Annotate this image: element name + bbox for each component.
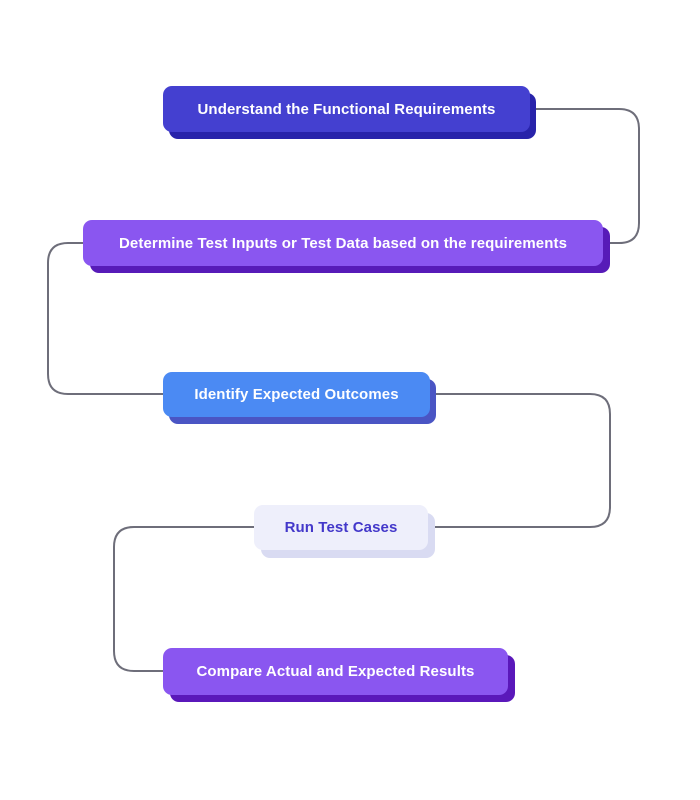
connector-identify-to-run (428, 393, 611, 528)
connector-understand-to-determine (529, 108, 640, 244)
flow-node-label: Understand the Functional Requirements (197, 100, 496, 118)
flow-node-compare-results: Compare Actual and Expected Results (163, 648, 508, 695)
flow-node-identify-expected-outcomes: Identify Expected Outcomes (163, 372, 430, 417)
connector-determine-to-identify (47, 242, 164, 395)
flow-node-label: Run Test Cases (284, 519, 398, 536)
flow-node-label: Identify Expected Outcomes (194, 386, 399, 403)
connector-run-to-compare (113, 526, 255, 672)
flow-node-label: Compare Actual and Expected Results (196, 663, 475, 680)
flow-node-understand-requirements: Understand the Functional Requirements (163, 86, 530, 132)
flow-node-label: Determine Test Inputs or Test Data based… (118, 234, 568, 252)
flow-node-run-test-cases: Run Test Cases (254, 505, 428, 550)
flow-node-determine-test-inputs: Determine Test Inputs or Test Data based… (83, 220, 603, 266)
